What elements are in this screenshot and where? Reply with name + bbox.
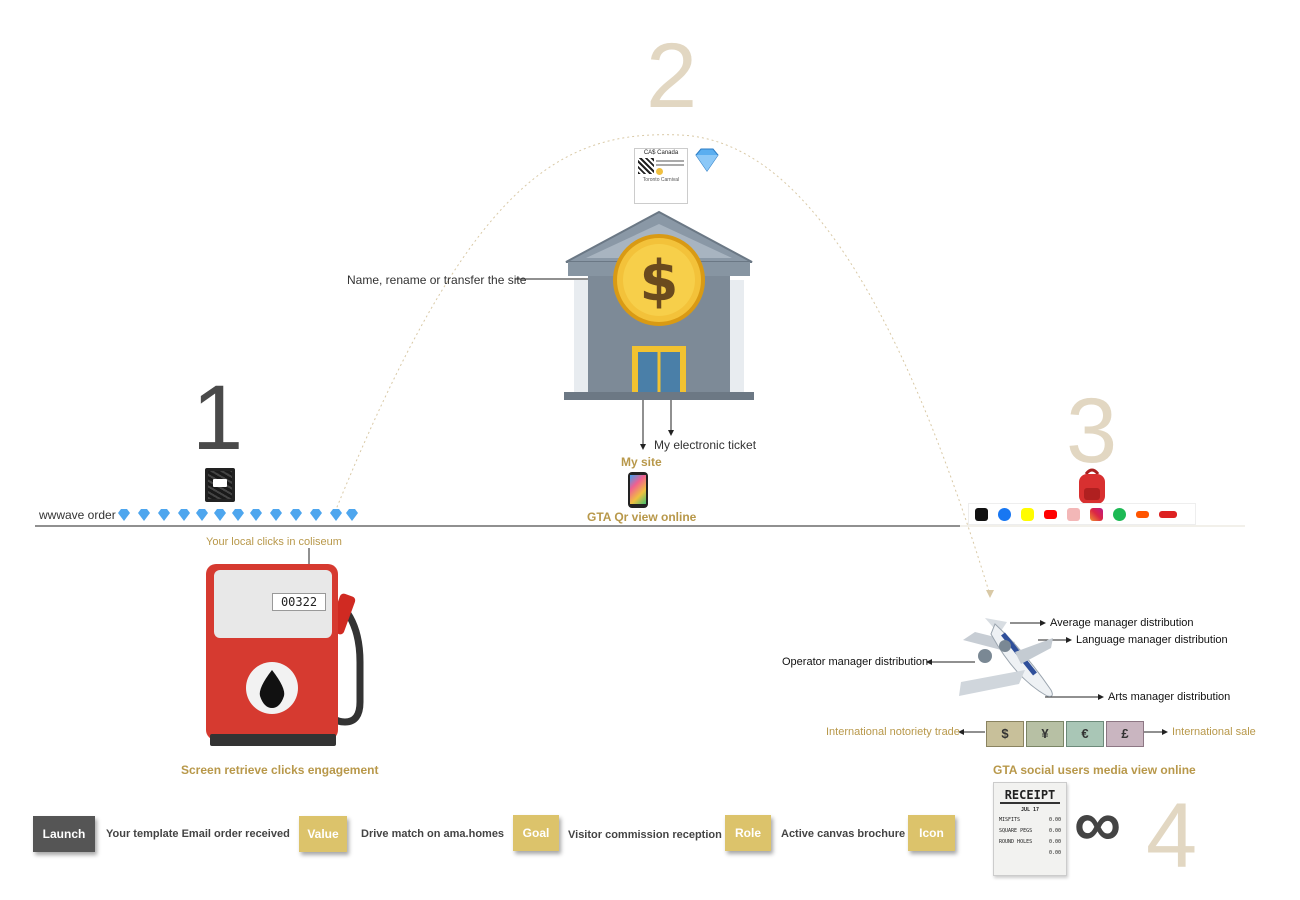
svg-text:$: $	[640, 249, 679, 314]
diamond-icon	[196, 509, 208, 521]
diamond-icon	[290, 509, 302, 521]
booking-icon[interactable]	[1159, 510, 1177, 518]
order-label: wwwave order	[39, 508, 116, 522]
ticket-label: My electronic ticket	[654, 438, 757, 452]
qr-code-icon	[638, 158, 654, 174]
social-icons-row	[968, 503, 1196, 525]
receipt-item: SQUARE PEGS	[999, 828, 1033, 834]
airplane-icon	[959, 618, 1053, 697]
step-number-1: 1	[192, 367, 244, 469]
diamond-icon	[158, 509, 170, 521]
notebook-icon	[205, 468, 235, 502]
trade-label: International notoriety trade	[826, 726, 960, 738]
sale-label: International sale	[1172, 726, 1256, 738]
mysite-label[interactable]: My site	[621, 455, 662, 469]
rename-label: Name, rename or transfer the site	[347, 273, 527, 287]
receipt-item: MISFITS	[999, 817, 1021, 823]
goal-text: Visitor commission reception	[568, 829, 722, 841]
dist-arts-label: Arts manager distribution	[1108, 691, 1231, 703]
yen-note-icon: ¥	[1026, 721, 1064, 747]
currency-notes: $ ¥ € £	[986, 721, 1144, 747]
diamond-icon	[178, 509, 190, 521]
receipt-amount: 0.00	[1048, 817, 1061, 823]
diamond-icon	[270, 509, 282, 521]
value-tag[interactable]: Value	[299, 816, 347, 852]
step-number-3: 3	[1066, 380, 1118, 482]
left-caption: Screen retrieve clicks engagement	[181, 763, 379, 777]
receipt-row: MISFITS 0.00	[999, 817, 1061, 823]
card-title: CA$ Canada	[643, 150, 679, 156]
card-footer: Toronto Carnival	[642, 177, 680, 183]
diamond-icon	[138, 509, 150, 521]
role-text: Active canvas brochure	[781, 828, 906, 840]
step-number-2: 2	[646, 25, 698, 127]
phone-icon[interactable]	[628, 472, 648, 508]
diamond-icon	[330, 509, 342, 521]
clicks-label: Your local clicks in coliseum	[206, 536, 342, 548]
receipt-row: SQUARE PEGS 0.00	[999, 828, 1061, 834]
dist-average-label: Average manager distribution	[1050, 617, 1194, 629]
receipt-row: ROUND HOLES 0.00	[999, 839, 1061, 845]
dollar-note-icon: $	[986, 721, 1024, 747]
instagram-icon[interactable]	[1090, 507, 1103, 521]
diamond-icon	[310, 509, 322, 521]
airbnb-icon[interactable]	[1067, 507, 1080, 521]
receipt-amount: 0.00	[1048, 839, 1061, 845]
goal-tag[interactable]: Goal	[513, 815, 559, 851]
right-caption: GTA social users media view online	[993, 763, 1196, 777]
diamond-icon	[118, 509, 130, 521]
launch-text: Your template Email order received	[106, 828, 290, 840]
euro-note-icon: €	[1066, 721, 1104, 747]
step-number-4: 4	[1146, 785, 1198, 887]
soundcloud-icon[interactable]	[1136, 510, 1149, 518]
dist-operator-label: Operator manager distribution	[782, 656, 929, 668]
receipt-amount: 0.00	[1048, 828, 1061, 834]
dist-language-label: Language manager distribution	[1076, 634, 1228, 646]
fuel-pump-icon	[206, 564, 364, 746]
backpack-icon	[1079, 468, 1105, 504]
facebook-icon[interactable]	[998, 507, 1011, 521]
phone-caption: GTA Qr view online	[587, 510, 697, 524]
spotify-icon[interactable]	[1113, 507, 1126, 521]
pump-counter: 00322	[272, 593, 326, 611]
youtube-icon[interactable]	[1044, 509, 1057, 519]
receipt-date: JUL 17	[1020, 807, 1040, 813]
icon-tag[interactable]: Icon	[908, 815, 955, 851]
role-tag[interactable]: Role	[725, 815, 771, 851]
value-text: Drive match on ama.homes	[361, 828, 505, 840]
bank-icon[interactable]: $	[562, 210, 756, 402]
diamond-icon	[214, 509, 226, 521]
receipt-total: 0.00	[1048, 850, 1061, 856]
arc-arrowhead	[986, 590, 994, 598]
diamond-icon	[232, 509, 244, 521]
diamond-icon	[695, 148, 719, 172]
receipt-item: ROUND HOLES	[999, 839, 1033, 845]
snapchat-icon[interactable]	[1021, 507, 1034, 521]
launch-tag[interactable]: Launch	[33, 816, 95, 852]
qr-ticket-card[interactable]: CA$ Canada Toronto Carnival	[634, 148, 688, 204]
infinity-symbol: ∞	[1074, 786, 1122, 860]
tiktok-icon[interactable]	[975, 507, 988, 521]
diamond-icon	[250, 509, 262, 521]
diamond-icon	[346, 509, 358, 521]
receipt-title: RECEIPT	[1000, 788, 1060, 804]
coin-icon	[656, 168, 663, 175]
pound-note-icon: £	[1106, 721, 1144, 747]
